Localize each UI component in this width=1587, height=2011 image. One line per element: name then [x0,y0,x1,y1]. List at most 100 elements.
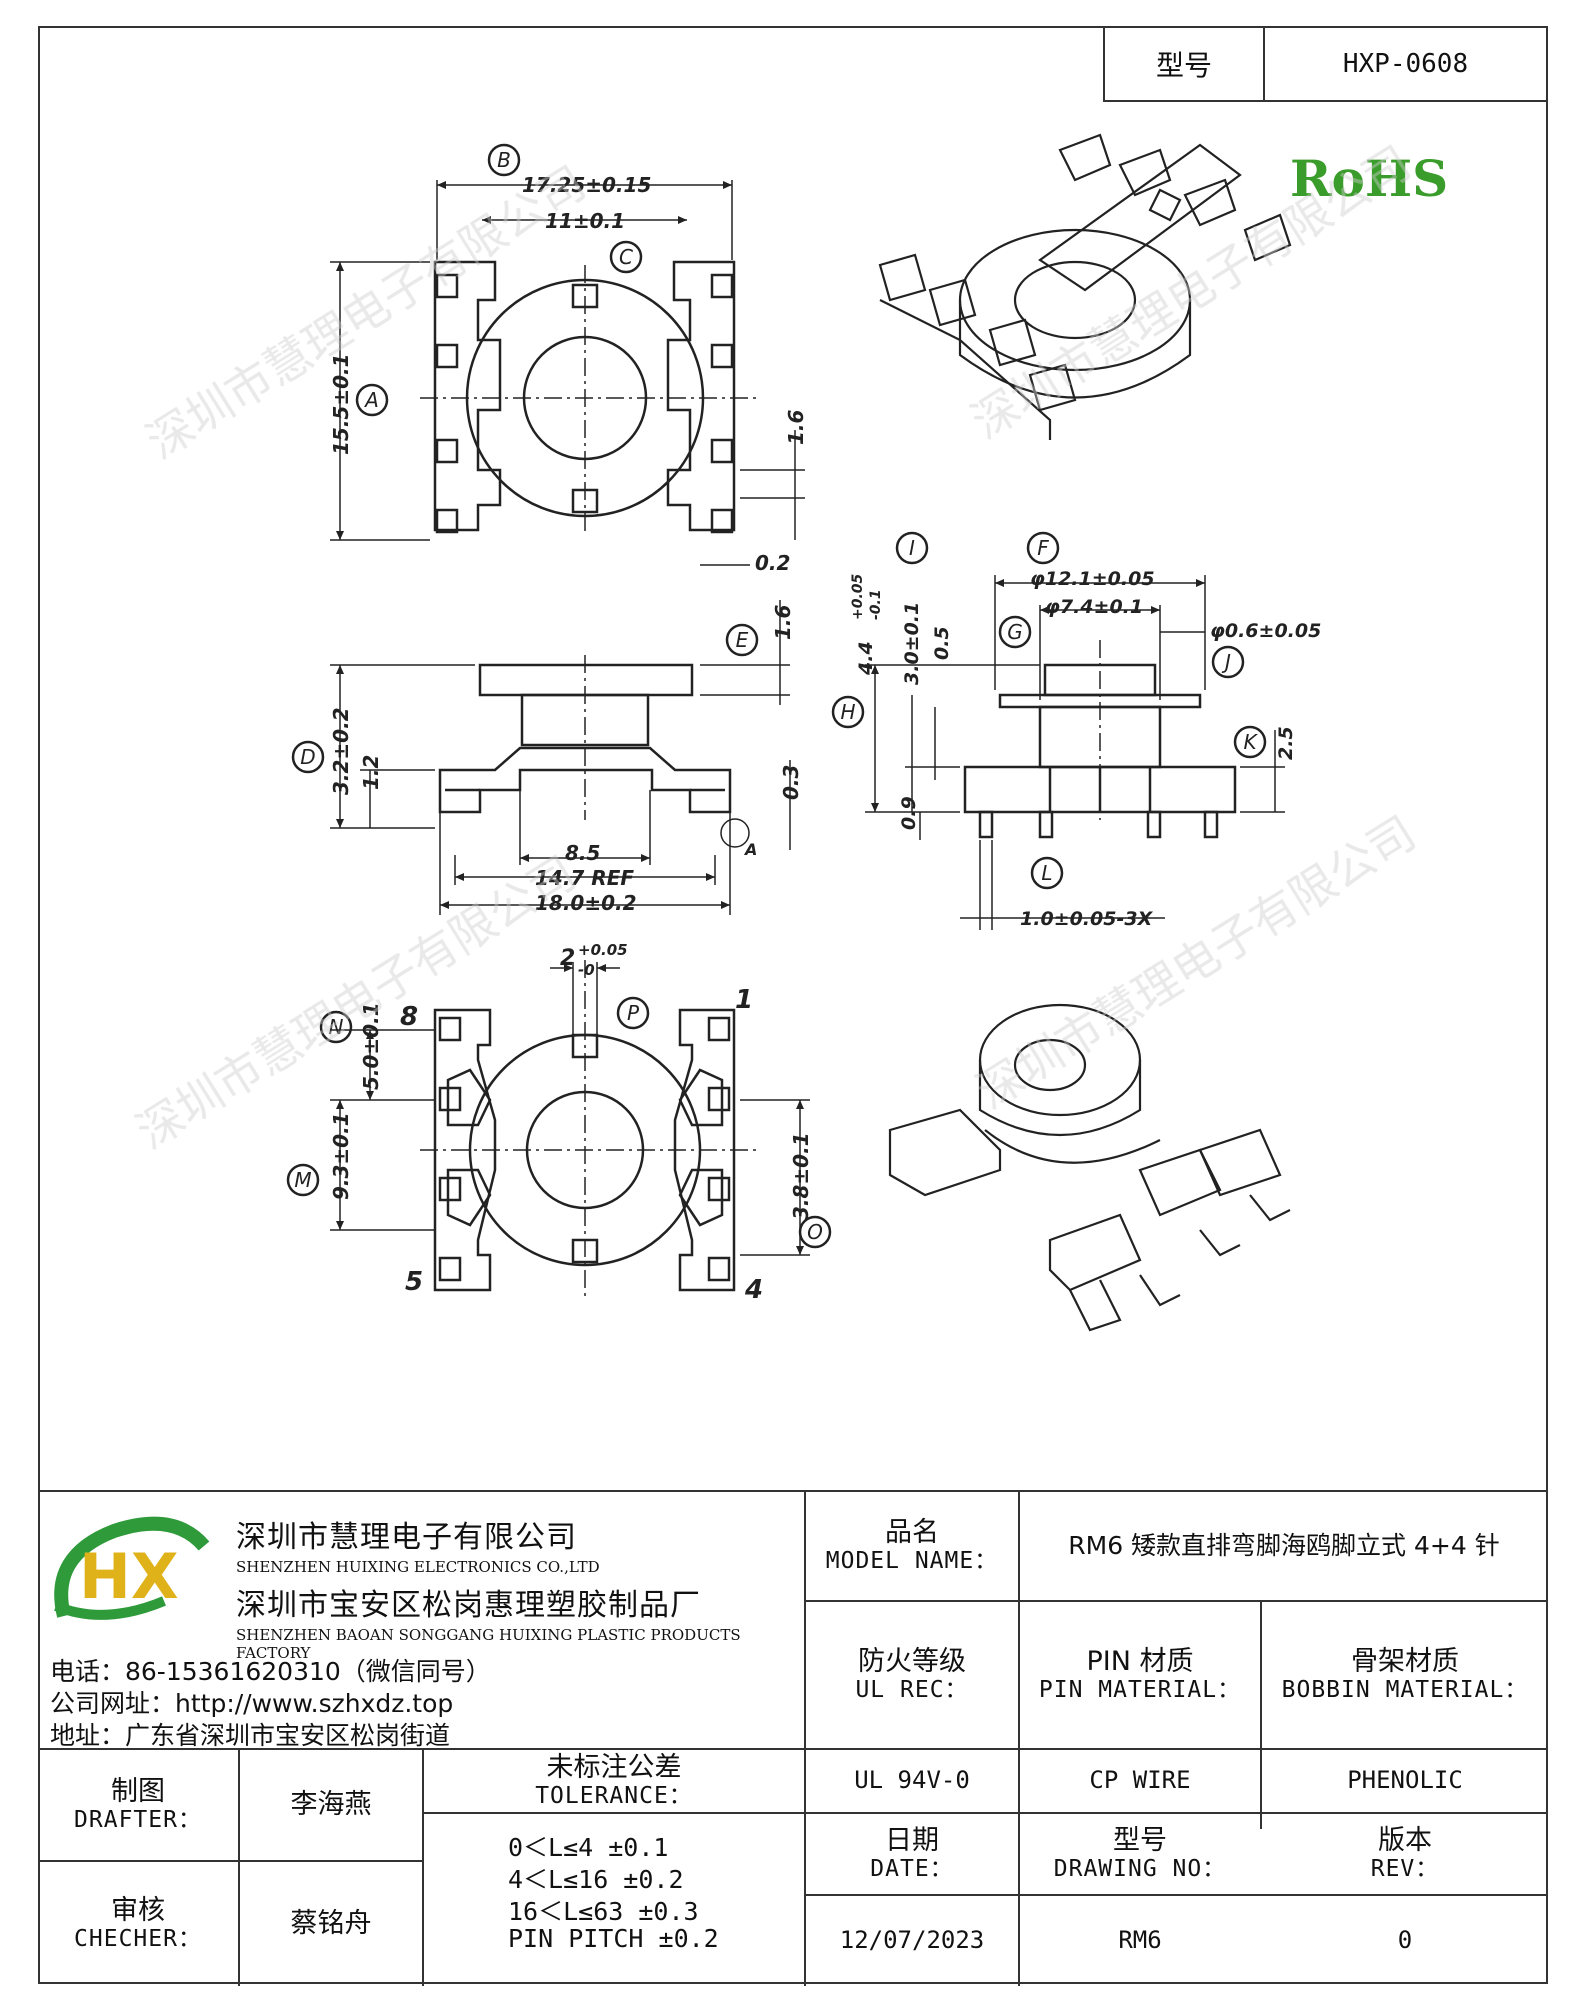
company-phone: 电话：86-15361620310（微信同号） [50,1657,491,1686]
drawing-no-value: RM6 [1118,1926,1162,1955]
dim-03-text: 0.3 [779,765,803,800]
dim-09-text: 0.9 [898,796,920,830]
checker-name: 蔡铭舟 [290,1908,372,1940]
pin-material-value: CP WIRE [1089,1766,1191,1795]
company-info: HX 深圳市慧理电子有限公司 SHENZHEN HUIXING ELECTRON… [38,1492,804,1750]
label-n: N [329,1015,344,1039]
dim-pin-off-text: 0.2 [755,551,790,575]
drafter-label: 制图 DRAFTER： [74,1776,202,1834]
drawing-no-label: 型号 DRAWING NO： [1053,1825,1227,1883]
dim-d-text: 3.2±0.2 [329,707,353,795]
label-h: H [840,700,855,724]
isometric-view-top [878,133,1292,440]
dim-85-text: 8.5 [565,841,600,865]
dim-g-text: φ7.4±0.1 [1045,596,1143,618]
dim-e-text: 1.6 [771,604,795,640]
watermark-3: 深圳市慧理电子有限公司 [127,845,585,1159]
pin-8: 8 [400,1002,418,1032]
dim-ref-text: 14.7 REF [535,866,634,890]
label-d: D [300,745,315,769]
label-b: B [497,148,511,172]
date-label: 日期 DATE： [870,1825,954,1883]
dim-f-text: φ12.1±0.05 [1030,568,1155,590]
factory-name-en: SHENZHEN BAOAN SONGGANG HUIXING PLASTIC … [236,1626,741,1662]
dim-i-text: 4.4 [855,641,877,676]
label-p: P [627,1001,640,1025]
pin-1: 1 [735,985,753,1015]
label-o: O [807,1220,823,1244]
checker-label: 审核 CHECHER： [74,1895,202,1953]
isometric-view-bottom [888,1003,1291,1332]
dim-k-text: 2.5 [1275,726,1297,760]
model-value: HXP-0608 [1342,49,1469,79]
tolerance-line-2: 4＜L≤16 ±0.2 [508,1865,684,1894]
tolerance-line-3: 16＜L≤63 ±0.3 [508,1897,699,1926]
dim-m-text: 9.3±0.1 [329,1112,353,1200]
dim-pin-gap-text: 1.6 [784,409,808,445]
dim-a-text: 15.5±0.1 [329,353,353,455]
bottom-view [330,960,810,1300]
label-m: M [294,1168,311,1192]
dim-i-tol-dn: -0.1 [868,589,884,620]
dim-12-text: 1.2 [359,755,383,790]
bobbin-material-label: 骨架材质 BOBBIN MATERIAL： [1281,1646,1529,1704]
bobbin-material-value: PHENOLIC [1347,1766,1463,1795]
dim-p-text: 2 [560,946,575,971]
label-e: E [736,628,749,652]
top-view [330,180,805,566]
model-name-label: 品名 MODEL NAME： [825,1517,999,1575]
rev-value: 0 [1397,1926,1413,1955]
label-c: C [619,245,633,269]
dim-p-tol-up: +0.05 [578,941,628,959]
pin-5: 5 [405,1267,423,1297]
label-j: J [1221,650,1231,674]
dim-j-text: φ0.6±0.05 [1210,620,1321,642]
ul-rec-value: UL 94V-0 [854,1766,970,1795]
rev-label: 版本 REV： [1370,1825,1440,1883]
tolerance-line-1: 0＜L≤4 ±0.1 [508,1833,669,1862]
drawing-frame [38,26,1548,1984]
company-website: 公司网址：http://www.szhxdz.top [50,1689,454,1718]
label-a: A [363,388,379,412]
technical-drawing: RoHS 17.25±0.15 [127,133,1448,1332]
label-g: G [1007,620,1023,644]
dim-b-text: 17.25±0.15 [522,173,651,197]
dim-n-text: 5.0±0.1 [359,1002,383,1090]
date-value: 12/07/2023 [839,1926,985,1955]
company-name-en: SHENZHEN HUIXING ELECTRONICS CO.,LTD [236,1558,600,1576]
dim-total-text: 18.0±0.2 [535,891,637,915]
dim-i-tol-up: +0.05 [850,573,866,620]
label-f: F [1037,536,1049,560]
model-label: 型号 [1105,28,1265,100]
dim-l-text: 1.0±0.05-3X [1020,908,1154,930]
drafter-name: 李海燕 [290,1789,372,1821]
company-name-zh: 深圳市慧理电子有限公司 [236,1520,577,1555]
model-name-value: RM6 矮款直排弯脚海鸥脚立式 4+4 针 [1068,1530,1500,1560]
dim-30-text: 3.0±0.1 [901,602,923,685]
watermark-4: 深圳市慧理电子有限公司 [967,805,1425,1119]
model-number-box: 型号 HXP-0608 [1103,26,1548,102]
tolerance-label: 未标注公差 TOLERANCE： [535,1752,693,1810]
label-k: K [1243,730,1258,754]
detail-a-text: A [743,840,757,859]
label-i: I [909,536,915,560]
pin-material-label: PIN 材质 PIN MATERIAL： [1038,1646,1242,1704]
factory-name-zh: 深圳市宝安区松岗惠理塑胶制品厂 [236,1588,701,1623]
company-address: 地址：广东省深圳市宝安区松岗街道 [50,1721,451,1750]
watermark-2: 深圳市慧理电子有限公司 [962,135,1420,449]
dim-o-text: 3.8±0.1 [789,1132,813,1220]
rohs-mark: RoHS [1290,149,1448,208]
label-l: L [1041,861,1052,885]
title-block: HX 深圳市慧理电子有限公司 SHENZHEN HUIXING ELECTRON… [38,1490,1548,1986]
side-view [865,575,1285,930]
dim-05-text: 0.5 [931,626,953,660]
front-view [330,600,791,915]
company-logo: HX [54,1516,210,1620]
dim-c-text: 11±0.1 [545,209,625,233]
tolerance-line-4: PIN PITCH ±0.2 [508,1924,719,1953]
ul-rec-label: 防火等级 UL REC： [855,1646,969,1704]
watermark-1: 深圳市慧理电子有限公司 [137,155,595,469]
dim-p-tol-dn: -0 [578,961,595,979]
pin-4: 4 [744,1275,763,1305]
logo-text: HX [79,1540,179,1613]
